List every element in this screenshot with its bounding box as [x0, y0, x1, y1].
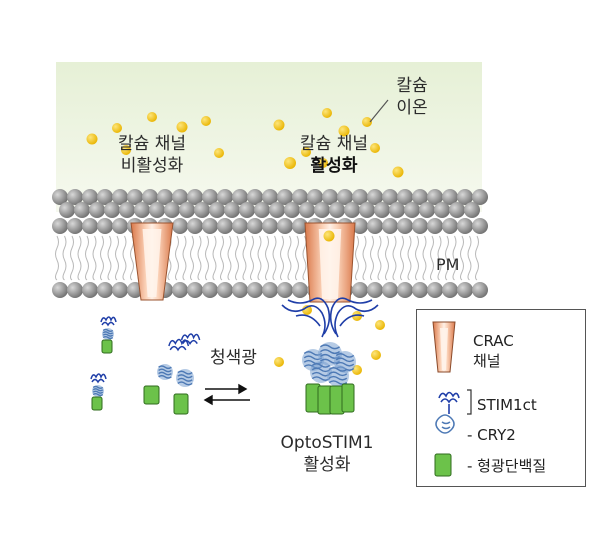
channel-legend-icon: [432, 321, 456, 373]
blue-light-arrows: [203, 383, 250, 406]
stim-legend-icon: [438, 391, 460, 414]
legend-icons: [432, 321, 472, 477]
cry2-legend-icon: [435, 414, 455, 434]
optostim1-label-1: OptoSTIM1: [280, 433, 374, 453]
inactive-monomers: [90, 316, 117, 411]
active-channel-label-2: 활성화: [310, 156, 358, 176]
monomer-pair: [143, 333, 201, 415]
pm-label: PM: [436, 255, 460, 274]
active-channel-label-1: 칼슘 채널: [300, 134, 368, 154]
plasma-membrane: [52, 189, 488, 303]
legend-cry2-label: - CRY2: [467, 426, 516, 444]
extracellular-background: [56, 62, 482, 212]
optostim1-proteins: [90, 297, 379, 415]
legend-stim-label: STIM1ct: [477, 396, 537, 414]
inactive-channel-label-2: 비활성화: [120, 156, 184, 176]
blue-light-label: 청색광: [210, 348, 257, 368]
legend-crac-label-1: CRAC: [473, 332, 514, 350]
calcium-ion-label-2: 이온: [396, 98, 428, 118]
inactive-channel-label-1: 칼슘 채널: [118, 134, 186, 154]
legend-fp-label: - 형광단백질: [467, 457, 547, 475]
calcium-ions: [86, 99, 404, 375]
optostim1-label-2: 활성화: [303, 455, 351, 475]
calcium-ion-label-1: 칼슘: [396, 76, 428, 96]
fp-legend-icon: [434, 453, 452, 477]
activated-cluster: [281, 297, 379, 415]
legend-box: CRAC 채널 STIM1ct - CRY2 - 형광단백질: [416, 309, 586, 487]
legend-crac-label-2: 채널: [473, 352, 501, 370]
stim-bracket: [467, 389, 472, 415]
